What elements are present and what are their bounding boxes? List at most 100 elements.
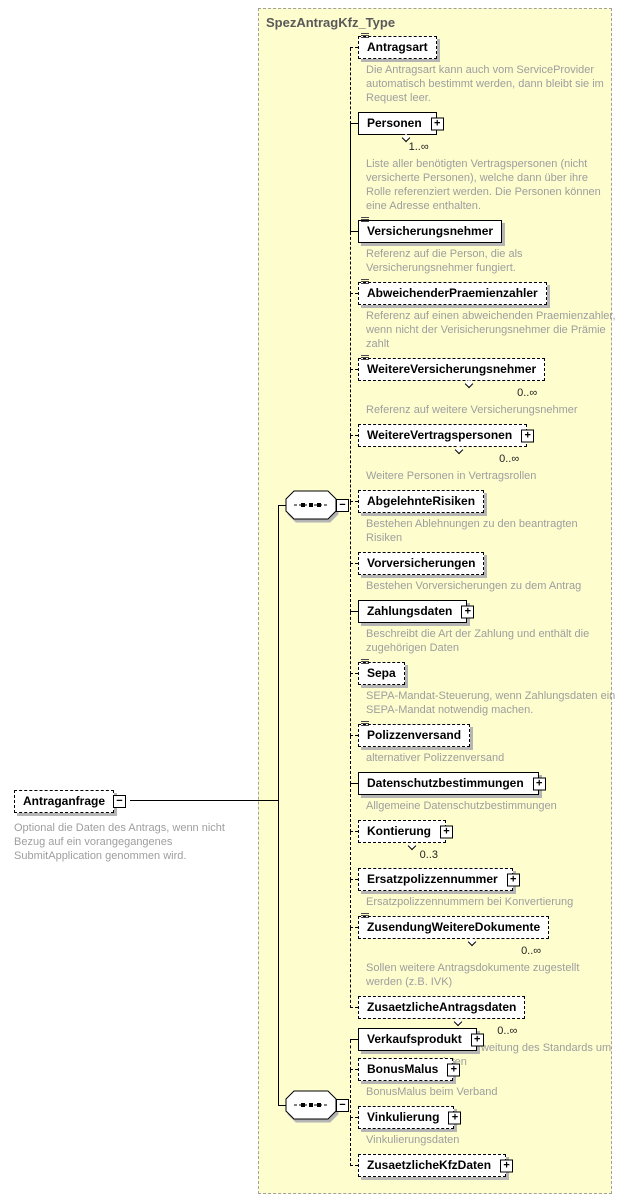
plus-icon[interactable]: + — [448, 1111, 462, 1124]
simple-content-icon — [361, 355, 369, 356]
plus-icon[interactable]: + — [470, 1033, 484, 1046]
sequence-icon[interactable]: − — [285, 1090, 349, 1120]
element-bonusmalus[interactable]: BonusMalus + — [358, 1058, 461, 1081]
element-kontierung[interactable]: Kontierung+ — [358, 820, 453, 851]
element-weitereversicherungsnehmer[interactable]: WeitereVersicherungsnehmer — [358, 355, 549, 389]
plus-icon[interactable]: + — [430, 117, 444, 130]
element-name: WeitereVersicherungsnehmer — [367, 362, 537, 376]
minus-icon[interactable]: − — [336, 498, 349, 512]
element-description: Ersatzpolizzennummern bei Konvertierung — [366, 896, 574, 908]
element-vinkulierung[interactable]: Vinkulierung+ — [358, 1106, 462, 1129]
element-description: Optional die Daten des Antrags, wenn nic… — [14, 822, 225, 862]
element-name: WeitereVertragspersonen — [367, 428, 513, 442]
element-abweichenderpraemienzahler[interactable]: AbweichenderPraemienzahler — [358, 279, 547, 305]
element-zusaetzlicheantragsdaten[interactable]: ZusaetzlicheAntragsdaten — [358, 996, 529, 1027]
sequence-icon[interactable]: − — [285, 490, 349, 520]
plus-icon[interactable]: + — [461, 605, 475, 618]
minus-icon[interactable]: − — [113, 795, 127, 808]
element-name: AbgelehnteRisiken — [367, 494, 476, 508]
complex-type-title: SpezAntragKfz_Type — [266, 15, 396, 30]
element-item: BonusMalus + BonusMalus beim Verband — [350, 1058, 612, 1099]
cardinality-label: 0..∞ — [497, 1025, 518, 1037]
simple-content-icon — [361, 279, 369, 280]
simple-content-icon — [361, 33, 369, 34]
element-weiterevertragspersonen[interactable]: WeitereVertragspersonen + — [358, 424, 535, 455]
element-antragsart[interactable]: Antragsart — [358, 33, 437, 59]
element-sepa[interactable]: Sepa — [358, 659, 405, 685]
element-versicherungsnehmer[interactable]: Versicherungsnehmer — [358, 217, 503, 243]
connector-line — [278, 505, 279, 1105]
simple-content-icon — [361, 913, 369, 914]
plus-icon[interactable]: + — [521, 429, 535, 442]
group-2: Verkaufsprodukt + BonusMalus + BonusMalus be… — [350, 1028, 612, 1184]
plus-icon[interactable]: + — [500, 1159, 514, 1172]
plus-icon[interactable]: + — [440, 825, 453, 838]
element-name: BonusMalus — [367, 1062, 439, 1076]
element-description: Referenz auf einen abweichenden Praemien… — [366, 310, 616, 350]
element-description: Referenz auf weitere Versicherungsnehmer — [366, 404, 578, 416]
element-abgelehnterisiken[interactable]: AbgelehnteRisiken — [358, 490, 485, 513]
element-description: BonusMalus beim Verband — [366, 1086, 498, 1098]
element-description: Beschreibt die Art der Zahlung und enthä… — [366, 628, 590, 654]
element-name: Zahlungsdaten — [367, 604, 453, 618]
cardinality-label: 0..∞ — [517, 387, 538, 399]
element-vorversicherungen[interactable]: Vorversicherungen — [358, 552, 485, 575]
cardinality-label: 1..∞ — [408, 141, 429, 153]
connector-line — [350, 124, 351, 232]
element-name: ZusaetzlicheAntragsdaten — [367, 1000, 517, 1014]
connector-line — [350, 1070, 351, 1118]
element-name: AbweichenderPraemienzahler — [367, 286, 538, 300]
element-antraganfrage[interactable]: Antraganfrage — [14, 790, 115, 813]
element-name: Sepa — [367, 666, 396, 680]
element-name: Polizzenversand — [367, 728, 462, 742]
element-item: Ersatzpolizzennummer+Ersatzpolizzennumme… — [350, 868, 612, 909]
plus-icon[interactable]: + — [447, 1063, 461, 1076]
element-description: Weitere Personen in Vertragsrollen — [366, 470, 537, 482]
element-name: Datenschutzbestimmungen — [367, 776, 524, 790]
element-personen[interactable]: Personen + — [358, 112, 444, 143]
element-name: ZusaetzlicheKfzDaten — [367, 1158, 492, 1172]
element-description: Liste aller benötigten Vertragspersonen … — [366, 158, 601, 212]
connector-line — [350, 502, 351, 564]
element-zusaetzlichekfzdaten[interactable]: ZusaetzlicheKfzDaten + — [358, 1154, 514, 1177]
element-ersatzpolizzennummer[interactable]: Ersatzpolizzennummer + — [358, 868, 520, 891]
root-element-block: Antraganfrage − Optional die Daten des A… — [14, 790, 258, 863]
cardinality-label: 0..3 — [419, 849, 438, 861]
element-name: Verkaufsprodukt — [367, 1032, 462, 1046]
connector-line — [130, 800, 278, 801]
element-description: Referenz auf die Person, die als Versich… — [366, 248, 523, 274]
element-zahlungsdaten[interactable]: Zahlungsdaten + — [358, 600, 475, 623]
plus-icon[interactable]: + — [506, 873, 520, 886]
element-item: Kontierung+0..3 — [350, 820, 612, 861]
plus-icon[interactable]: + — [532, 777, 546, 790]
element-verkaufsprodukt[interactable]: Verkaufsprodukt + — [358, 1028, 484, 1051]
element-zusendungweiteredokumente[interactable]: ZusendungWeitereDokumente — [358, 913, 553, 947]
element-name: Versicherungsnehmer — [367, 224, 494, 238]
element-description: Bestehen Ablehnungen zu den beantragten … — [366, 518, 578, 544]
element-name: Antragsart — [367, 40, 428, 54]
cardinality-label: 0..∞ — [499, 453, 520, 465]
cardinality-label: 0..∞ — [521, 945, 542, 957]
element-description: SEPA-Mandat-Steuerung, wenn Zahlungsdate… — [366, 690, 616, 716]
element-name: Personen — [367, 116, 422, 130]
connector-line — [350, 736, 351, 784]
element-description: alternativer Polizzenversand — [366, 752, 505, 764]
element-name: Ersatzpolizzennummer — [367, 872, 498, 886]
connector-line — [350, 232, 351, 294]
connector-line — [278, 1105, 286, 1106]
connector-line — [350, 1118, 351, 1166]
minus-icon[interactable]: − — [336, 1098, 349, 1112]
simple-content-icon — [361, 721, 369, 722]
element-datenschutzbestimmungen[interactable]: Datenschutzbestimmungen + — [358, 772, 546, 795]
element-polizzenversand[interactable]: Polizzenversand — [358, 721, 471, 747]
connector-line — [278, 505, 286, 506]
element-item: WeitereVersicherungsnehmer 0..∞ Referenz a… — [350, 355, 612, 417]
